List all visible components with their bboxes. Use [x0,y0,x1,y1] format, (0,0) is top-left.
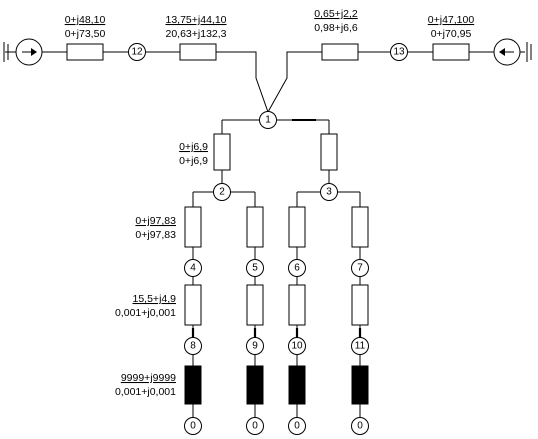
left-line-label-top: 13,75+j44,10 [165,14,226,26]
load-box [246,284,264,326]
node-5: 5 [246,259,264,277]
impedance-box [246,206,264,248]
svg-text:7: 7 [357,263,363,274]
node-4: 4 [184,259,202,277]
left-source-branch: 12 [3,38,269,113]
labels: 0+j48,10 0+j73,50 13,75+j44,10 20,63+j13… [65,8,475,398]
svg-text:3: 3 [326,187,332,198]
impedance-box [184,206,202,248]
right-line-label-bottom: 0,98+j6,6 [314,22,358,34]
feeder-label-top: 0+j97,83 [135,215,176,227]
left-line-label-bottom: 20,63+j132,3 [165,28,226,40]
svg-text:4: 4 [190,263,196,274]
load-box [184,284,202,326]
distribution-buses: 2 3 [193,183,360,201]
ground-impedance-box [246,365,264,405]
impedance-box [179,43,217,61]
generator-right-icon [493,38,521,66]
feeder-label-bottom: 0+j97,83 [135,229,176,241]
ground-node: 0 [288,417,306,435]
ground-label-top: 9999+j9999 [121,372,176,384]
svg-text:2: 2 [219,187,225,198]
svg-text:1: 1 [265,115,271,126]
node-2: 2 [213,183,231,201]
node-11: 11 [351,337,369,355]
substation: 1 [213,111,338,184]
wire [228,51,269,113]
svg-text:12: 12 [131,47,143,58]
impedance-box [432,43,470,61]
load-label-bottom: 0,001+j0,001 [115,307,176,319]
generator-left-icon [15,38,43,66]
node-6: 6 [288,259,306,277]
right-gen-label-bottom: 0+j70,95 [431,28,472,40]
ground-label-bottom: 0,001+j0,001 [115,386,176,398]
svg-text:9: 9 [252,341,258,352]
feeders: 4 5 6 7 8 9 10 11 [184,192,369,435]
svg-text:13: 13 [393,47,405,58]
transformer-label-top: 0+j6,9 [179,141,208,153]
svg-text:10: 10 [291,341,303,352]
transformer-box [320,133,338,171]
svg-text:8: 8 [190,341,196,352]
impedance-box [351,206,369,248]
ground-impedance-box [288,365,306,405]
node-12: 12 [128,43,146,61]
left-gen-label-bottom: 0+j73,50 [65,28,106,40]
svg-text:11: 11 [355,341,366,352]
load-label-top: 15,5+j4,9 [133,293,177,305]
svg-text:0: 0 [294,421,300,432]
load-box [351,284,369,326]
ground-node: 0 [246,417,264,435]
transformer-box [213,133,231,171]
ground-impedance-box [351,365,369,405]
ground-impedance-box [184,365,202,405]
node-9: 9 [246,337,264,355]
node-10: 10 [288,337,306,355]
ground-node: 0 [351,417,369,435]
load-box [288,284,306,326]
transformer-label-bottom: 0+j6,9 [179,155,208,167]
svg-text:0: 0 [357,421,363,432]
ground-node: 0 [184,417,202,435]
svg-text:0: 0 [190,421,196,432]
right-source-branch: 13 [267,38,532,113]
left-gen-label-top: 0+j48,10 [65,14,106,26]
node-8: 8 [184,337,202,355]
right-line-label-top: 0,65+j2,2 [314,8,358,20]
svg-text:0: 0 [252,421,258,432]
node-3: 3 [320,183,338,201]
svg-text:6: 6 [294,263,300,274]
svg-text:5: 5 [252,263,258,274]
node-7: 7 [351,259,369,277]
impedance-box [321,43,359,61]
impedance-box [288,206,306,248]
right-gen-label-top: 0+j47,100 [428,14,475,26]
node-13: 13 [390,43,408,61]
impedance-box [66,43,104,61]
node-1: 1 [259,111,277,129]
wire [267,51,391,113]
